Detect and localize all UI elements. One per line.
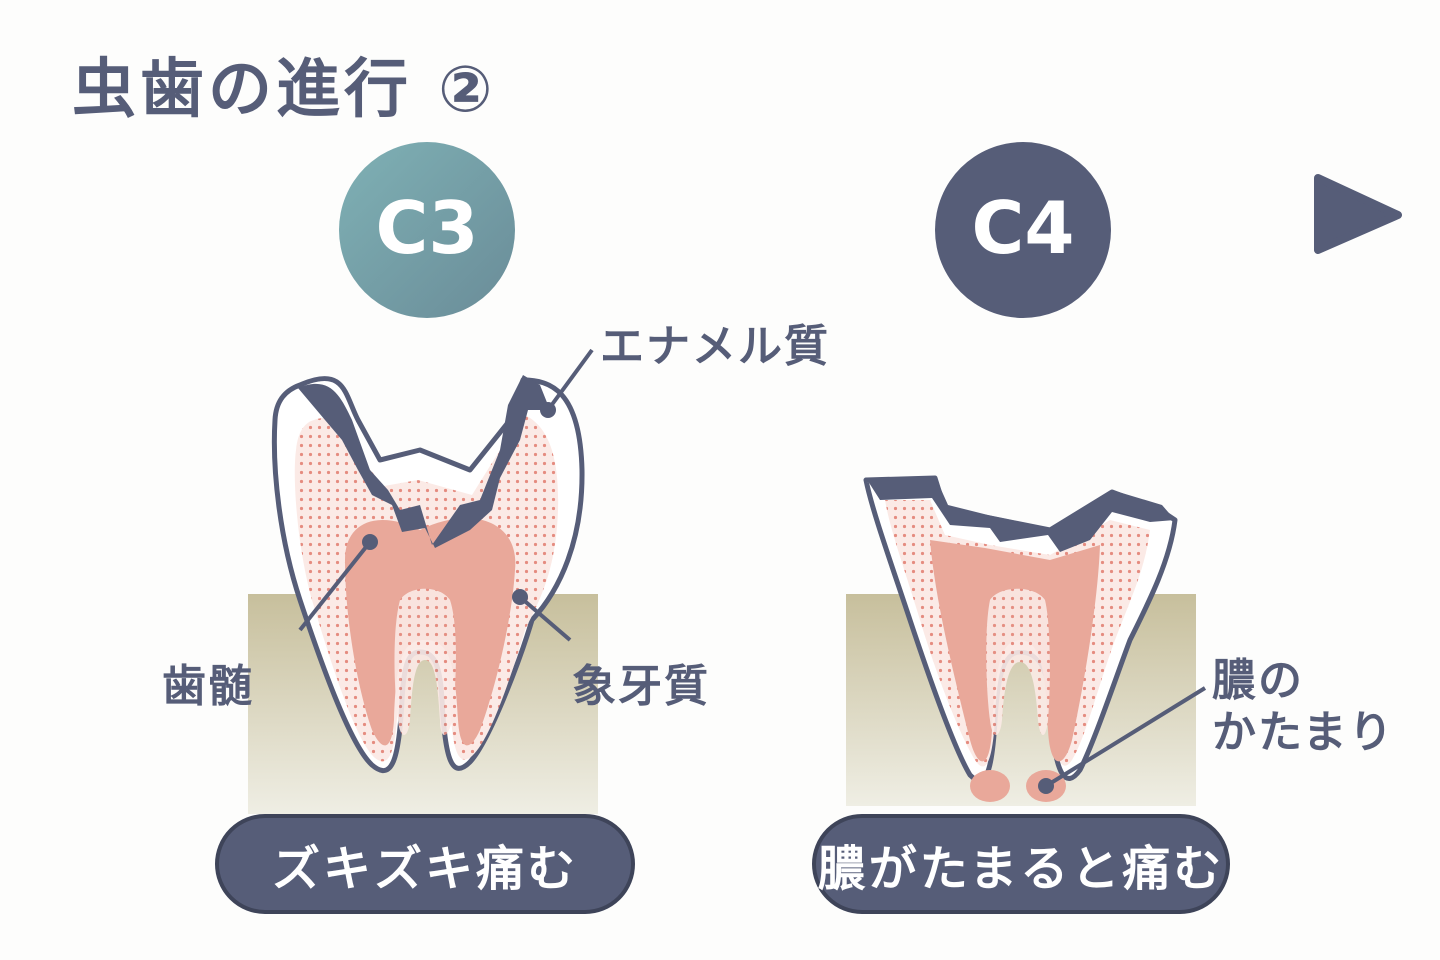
stage-c4-circle [935, 142, 1111, 318]
c3-tooth-illustration [248, 348, 598, 814]
callout-pus-line2: かたまり [1212, 707, 1395, 758]
page-title: 虫歯の進行 ② [72, 53, 497, 127]
callout-pulp: 歯髄 [162, 661, 254, 712]
callout-pus-line1: 膿の [1212, 655, 1304, 706]
callout-pus: 膿の かたまり [1212, 655, 1412, 759]
c4-cavity [866, 476, 1175, 552]
stage-c3-label: C3 [375, 186, 479, 270]
c4-tooth-illustration [846, 475, 1207, 806]
callout-enamel: エナメル質 [600, 321, 830, 372]
timeline-arrow [69, 174, 1402, 254]
callout-dentin: 象牙質 [572, 661, 710, 712]
c3-caption: ズキズキ痛む [215, 814, 635, 914]
c4-pulp [930, 540, 1100, 762]
stage-c3-circle [339, 142, 515, 318]
stage-c4-label: C4 [971, 186, 1075, 270]
c4-pus-left [970, 770, 1010, 802]
c4-pulp-inner [986, 588, 1050, 735]
c3-pulp-inner [394, 588, 456, 735]
c3-cavity [298, 375, 550, 548]
c4-caption: 膿がたまると痛む [812, 814, 1230, 914]
